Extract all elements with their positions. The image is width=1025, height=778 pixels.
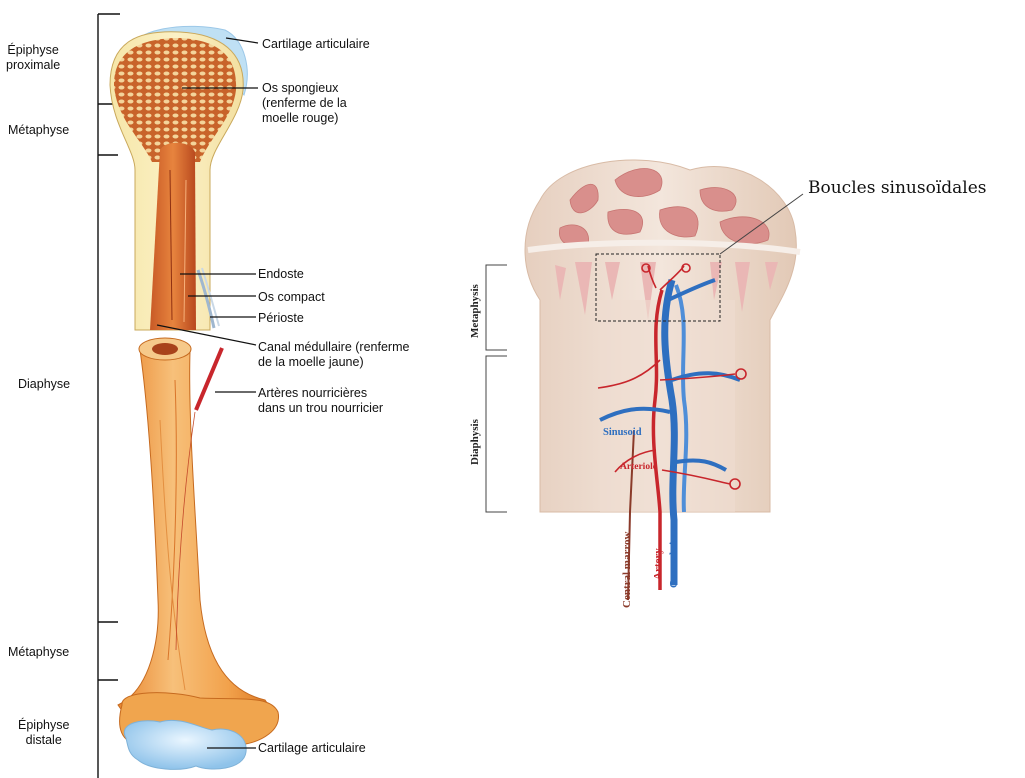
label-arteres-nourricieres: Artères nourricières dans un trou nourri… (258, 386, 383, 416)
label-metaphyse-top: Métaphyse (8, 123, 69, 138)
label-epiphyse-proximale: Épiphyse proximale (6, 43, 60, 73)
label-metaphyse-bottom: Métaphyse (8, 645, 69, 660)
label-perioste: Périoste (258, 311, 304, 326)
humerus-illustration (110, 26, 279, 769)
region-bracket (98, 14, 120, 778)
label-os-compact: Os compact (258, 290, 325, 305)
growth-plate-vascular-diagram (486, 160, 803, 600)
label-epiphyse-distale: Épiphyse distale (18, 718, 69, 748)
label-diaphyse: Diaphyse (18, 377, 70, 392)
label-canal-medullaire: Canal médullaire (renferme de la moelle … (258, 340, 409, 370)
label-os-spongieux: Os spongieux (renferme de la moelle roug… (262, 81, 347, 126)
label-boucles-sinusoidales: Boucles sinusoïdales (808, 178, 987, 198)
label-endoste: Endoste (258, 267, 304, 282)
label-cartilage-bottom: Cartilage articulaire (258, 741, 366, 756)
label-cartilage-top: Cartilage articulaire (262, 37, 370, 52)
